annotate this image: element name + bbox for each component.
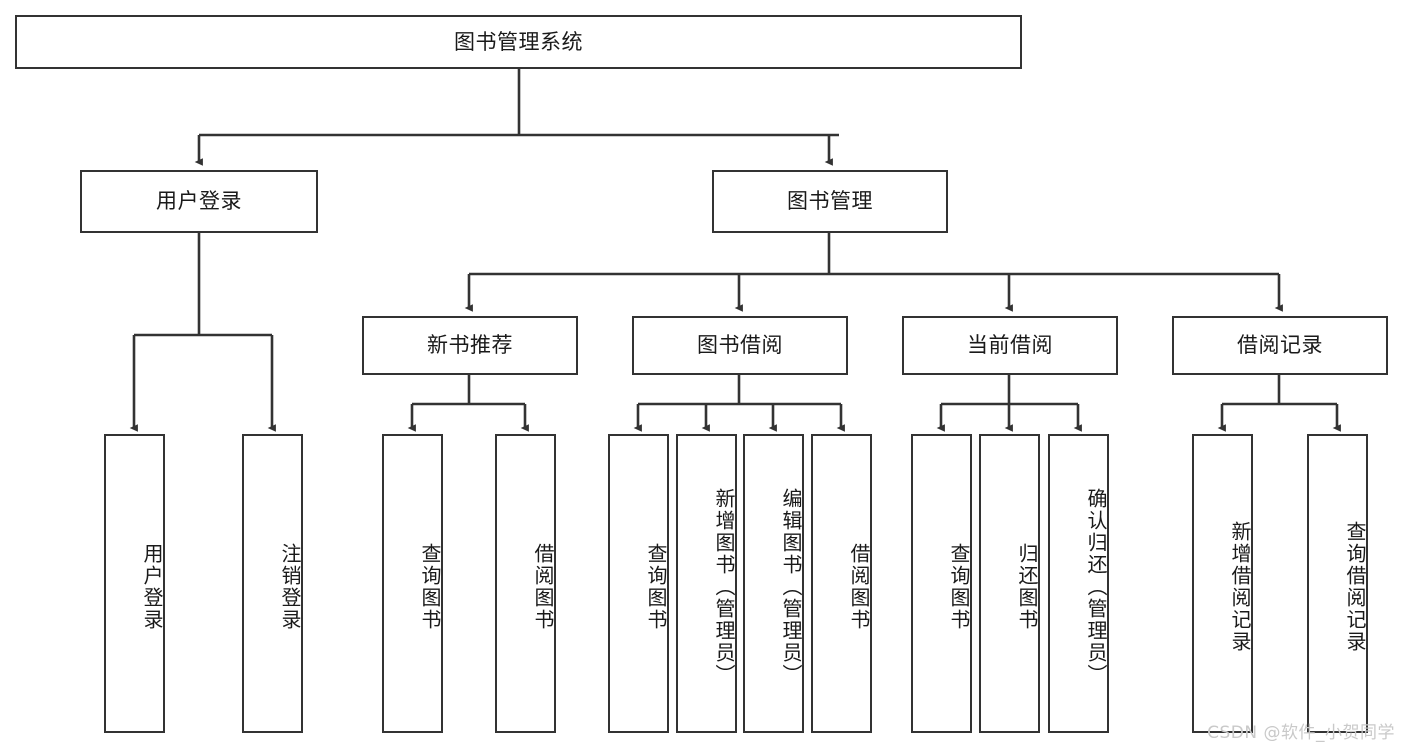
node-leaf-borrow-book-2[interactable]: 借阅图书 <box>811 434 872 733</box>
node-label: 新增图书（管理员） <box>712 487 736 686</box>
node-label: 查询借阅记录 <box>1343 520 1367 653</box>
node-book-borrow[interactable]: 图书借阅 <box>632 316 848 375</box>
node-user-login[interactable]: 用户登录 <box>80 170 318 233</box>
node-label: 查询图书 <box>418 542 442 631</box>
node-label: 借阅图书 <box>847 542 871 631</box>
node-leaf-query-book-2[interactable]: 查询图书 <box>608 434 669 733</box>
node-leaf-query-record[interactable]: 查询借阅记录 <box>1307 434 1368 733</box>
node-label: 借阅图书 <box>531 542 555 631</box>
node-leaf-user-login[interactable]: 用户登录 <box>104 434 165 733</box>
node-label: 确认归还（管理员） <box>1084 487 1108 686</box>
node-label: 编辑图书（管理员） <box>779 487 803 686</box>
node-label: 查询图书 <box>947 542 971 631</box>
node-label: 归还图书 <box>1015 542 1039 631</box>
node-book-manage[interactable]: 图书管理 <box>712 170 948 233</box>
node-leaf-add-book[interactable]: 新增图书（管理员） <box>676 434 737 733</box>
node-leaf-logout-login[interactable]: 注销登录 <box>242 434 303 733</box>
node-leaf-return-book[interactable]: 归还图书 <box>979 434 1040 733</box>
node-borrow-record[interactable]: 借阅记录 <box>1172 316 1388 375</box>
node-leaf-add-record[interactable]: 新增借阅记录 <box>1192 434 1253 733</box>
node-leaf-confirm-return[interactable]: 确认归还（管理员） <box>1048 434 1109 733</box>
node-root[interactable]: 图书管理系统 <box>15 15 1022 69</box>
node-leaf-borrow-book-1[interactable]: 借阅图书 <box>495 434 556 733</box>
node-current-borrow[interactable]: 当前借阅 <box>902 316 1118 375</box>
node-new-book-recommend[interactable]: 新书推荐 <box>362 316 578 375</box>
csdn-watermark: CSDN @软件_小贺同学 <box>1207 723 1395 743</box>
node-leaf-query-book-1[interactable]: 查询图书 <box>382 434 443 733</box>
node-label: 注销登录 <box>278 542 302 631</box>
node-label: 查询图书 <box>644 542 668 631</box>
node-leaf-query-book-3[interactable]: 查询图书 <box>911 434 972 733</box>
node-label: 用户登录 <box>140 542 164 631</box>
node-label: 新增借阅记录 <box>1228 520 1252 653</box>
node-leaf-edit-book[interactable]: 编辑图书（管理员） <box>743 434 804 733</box>
